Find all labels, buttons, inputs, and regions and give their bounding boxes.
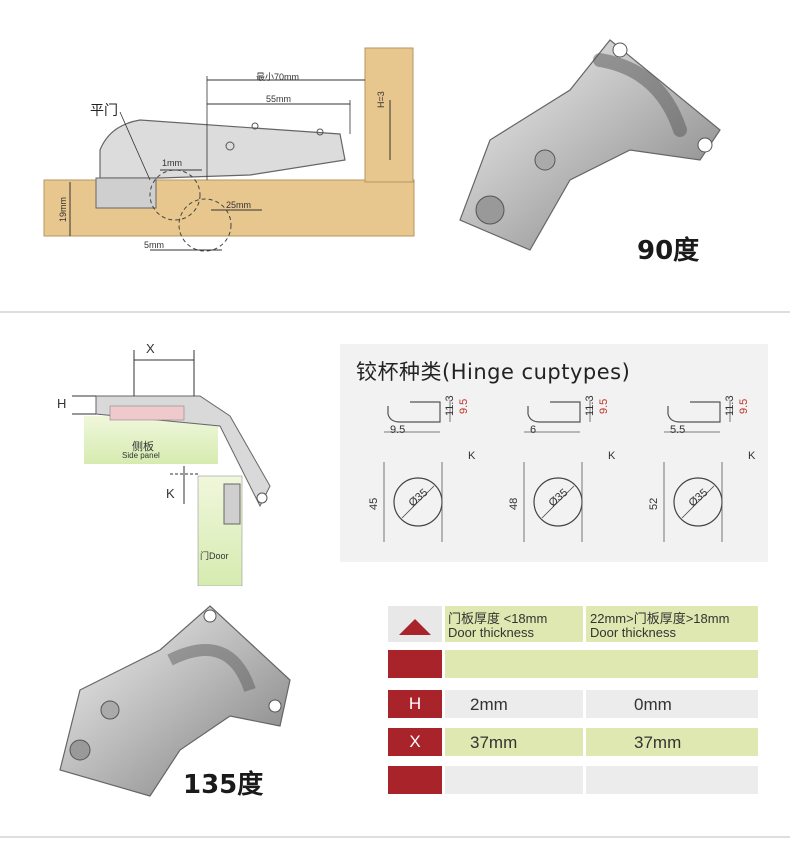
hinge-90-image	[450, 20, 730, 270]
dim-55mm: 55mm	[266, 94, 292, 104]
col2-header-en: Door thickness	[590, 625, 676, 640]
cup-type-item: 6 11.3 9.5 K 48 Ø35	[490, 392, 628, 558]
table-row	[586, 766, 758, 794]
cup-type-drawing	[663, 400, 731, 542]
table-cell: 37mm	[634, 733, 682, 752]
section-divider-bottom	[0, 836, 790, 838]
table-row-key: H	[388, 690, 442, 718]
hinge-90-svg	[459, 39, 721, 251]
cup-width: 5.5	[670, 424, 686, 436]
table-red-cell	[388, 650, 442, 678]
label-door: 门Door	[200, 551, 229, 561]
hinge-screw	[225, 141, 235, 151]
dim-min-70mm: 最小70mm	[256, 72, 300, 82]
col1-header-cn: 门板厚度 <18mm	[448, 611, 548, 626]
table-row	[445, 690, 583, 718]
cup-k: K	[608, 450, 616, 462]
col1-header-en: Door thickness	[448, 625, 534, 640]
col2-header-cn: 22mm>门板厚度>18mm	[590, 611, 730, 626]
cup-type-item: 5.5 11.3 9.5 K 52 Ø35	[630, 392, 768, 558]
table-header-corner	[388, 606, 442, 642]
table-row	[445, 728, 583, 756]
installation-diagram-svg	[43, 47, 415, 252]
detail-circle-left	[149, 169, 201, 221]
table-row	[586, 728, 758, 756]
label-side-panel-cn: 侧板	[132, 441, 154, 453]
cup-depth: 11.3	[444, 395, 456, 416]
cup-depth2: 9.5	[598, 398, 610, 414]
cup-type-drawing	[523, 400, 591, 542]
hinge-135-label: 135度	[183, 770, 264, 800]
label-side-panel-en: Side panel	[122, 451, 160, 460]
cup-depth2: 9.5	[738, 398, 750, 414]
side-mount-svg	[72, 350, 271, 587]
table-red-cell	[388, 766, 442, 794]
table-cell: 0mm	[634, 695, 672, 714]
table-header-col1	[445, 606, 583, 642]
dim-1mm: 1mm	[162, 158, 182, 168]
dim-5mm: 5mm	[144, 240, 164, 250]
installation-diagram-90: 平门 最小70mm 55mm H=3 1mm 19mm 25mm 5mm	[0, 0, 430, 300]
section-divider-top	[0, 311, 790, 313]
cup-width: 6	[530, 424, 537, 436]
cup-height: 52	[648, 497, 660, 510]
dim-25mm: 25mm	[226, 200, 252, 210]
table-cell: 2mm	[470, 695, 508, 714]
cup-k: K	[468, 450, 476, 462]
cup-types-title: 铰杯种类(Hinge cuptypes)	[356, 360, 631, 384]
table-row-key: X	[388, 728, 442, 756]
label-x: X	[146, 341, 155, 356]
hinge-135-image	[50, 600, 310, 800]
cup-height: 45	[368, 497, 380, 510]
dim-h3: H=3	[376, 91, 386, 108]
side-mount-diagram: X H K 侧板 Side panel 门Door	[50, 336, 310, 587]
cup-width: 9.5	[390, 424, 406, 436]
table-cell: 37mm	[470, 733, 518, 752]
label-flat-door: 平门	[90, 102, 118, 118]
table-row-band	[445, 650, 758, 678]
table-header-col2	[586, 606, 758, 642]
cup-type-drawing	[383, 400, 451, 542]
side-panel	[364, 47, 414, 183]
cup-height: 48	[508, 497, 520, 510]
hinge-135-svg	[59, 605, 291, 797]
cup-depth: 11.3	[584, 395, 596, 416]
cup-types-panel: 铰杯种类(Hinge cuptypes) 9.5 11.3 9.5 K 45 Ø…	[340, 344, 768, 562]
triangle-icon	[399, 619, 431, 635]
cup-k: K	[748, 450, 756, 462]
hinge-90-label: 90度	[637, 236, 700, 266]
label-k: K	[166, 486, 175, 501]
table-row	[586, 690, 758, 718]
hinge-arm-shape	[99, 119, 346, 179]
label-h: H	[57, 396, 67, 411]
detail-circle-right	[178, 198, 232, 252]
cup-depth: 11.3	[724, 395, 736, 416]
table-row	[445, 766, 583, 794]
cup-type-item: 9.5 11.3 9.5 K 45 Ø35	[350, 392, 488, 558]
hinge-cup	[95, 177, 157, 209]
cup-depth2: 9.5	[458, 398, 470, 414]
dim-19mm: 19mm	[58, 196, 68, 222]
